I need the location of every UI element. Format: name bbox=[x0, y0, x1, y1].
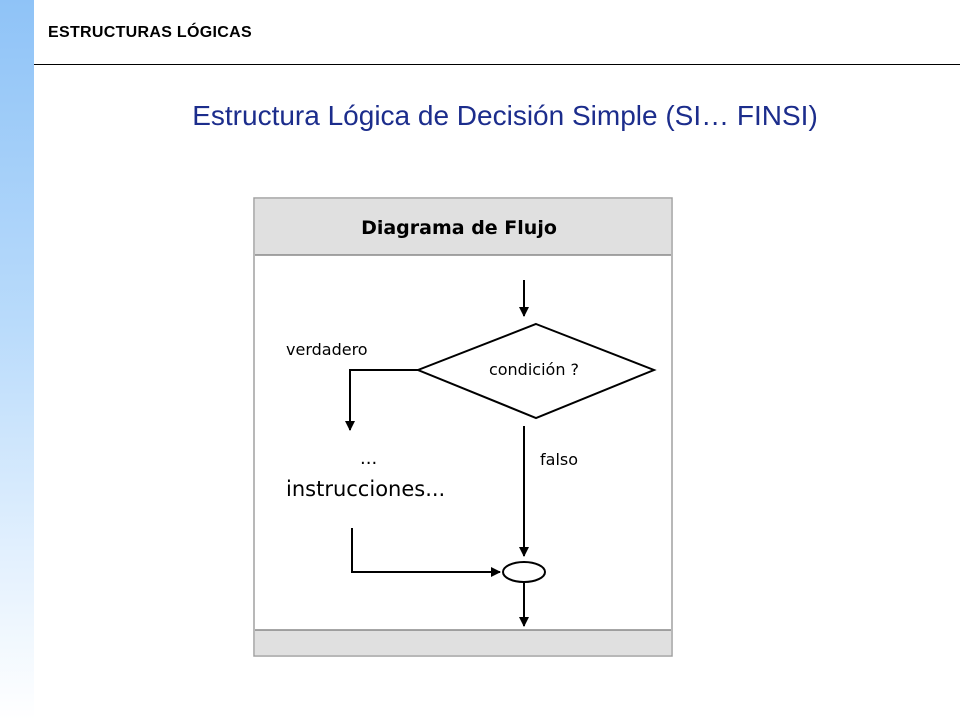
true-branch-arrow bbox=[345, 369, 418, 431]
decision-diamond bbox=[415, 322, 657, 420]
diagram-panel-title: Diagrama de Flujo bbox=[361, 217, 557, 239]
diagram-frame bbox=[253, 197, 673, 657]
false-branch-label: falso bbox=[540, 450, 578, 469]
instructions-ellipsis: ... bbox=[360, 448, 377, 469]
section-title: ESTRUCTURAS LÓGICAS bbox=[48, 24, 252, 41]
diagram-header-band bbox=[255, 199, 671, 255]
side-accent-bar bbox=[0, 0, 34, 720]
decision-label: condición ? bbox=[489, 360, 579, 379]
true-branch-label: verdadero bbox=[286, 340, 368, 359]
slide-title: Estructura Lógica de Decisión Simple (SI… bbox=[192, 100, 818, 131]
flowchart-diagram: Diagrama de Flujo condición ? verdadero … bbox=[253, 197, 673, 657]
header-divider bbox=[34, 64, 960, 65]
instructions-return-arrow bbox=[351, 528, 501, 577]
join-connector bbox=[502, 561, 546, 583]
instructions-label: instrucciones... bbox=[286, 477, 445, 501]
diagram-footer-band bbox=[255, 630, 671, 655]
